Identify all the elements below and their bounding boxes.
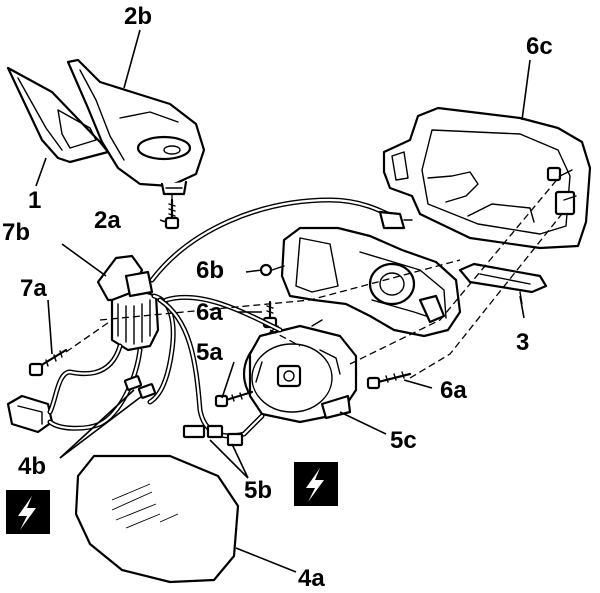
label-6a-top: 6a [196, 299, 223, 326]
wiring-harness [47, 197, 413, 447]
label-1: 1 [28, 187, 41, 214]
part-5c-adjustment-motor [242, 319, 358, 424]
label-5a: 5a [196, 339, 223, 366]
screw-2a [164, 198, 180, 230]
screw-6a-right [366, 371, 412, 390]
screw-5a [214, 390, 254, 408]
label-2a: 2a [94, 207, 121, 234]
connector-plug-left [6, 394, 54, 434]
assembly-lines [65, 175, 566, 379]
label-4b: 4b [18, 453, 46, 480]
screw-7a [28, 348, 68, 377]
part-7b-motor-unit [96, 254, 160, 352]
label-2b: 2b [124, 3, 152, 30]
part-2b-mounting-base [66, 58, 206, 196]
callout-labels: 1 2b 2a 6c 7b 6b 7a 6a 3 5a 6a 5c 4b 5b … [2, 3, 553, 592]
label-6c: 6c [526, 33, 553, 60]
label-3: 3 [516, 329, 529, 356]
label-6a-right: 6a [440, 377, 467, 404]
part-4a-mirror-glass [74, 454, 240, 584]
part-6b-adjuster-frame [259, 226, 462, 338]
label-5c: 5c [390, 427, 417, 454]
label-7b: 7b [2, 219, 30, 246]
part-3-trim-strip [458, 262, 548, 305]
electrical-hazard-icon [294, 462, 338, 506]
label-6b: 6b [196, 257, 224, 284]
label-4a: 4a [298, 565, 325, 592]
label-7a: 7a [20, 275, 47, 302]
part-6c-mirror-housing [382, 106, 592, 250]
leader-lines [35, 29, 531, 573]
label-5b: 5b [244, 477, 272, 504]
electrical-hazard-icon [6, 490, 50, 534]
part-1-cover-trim [6, 66, 110, 164]
